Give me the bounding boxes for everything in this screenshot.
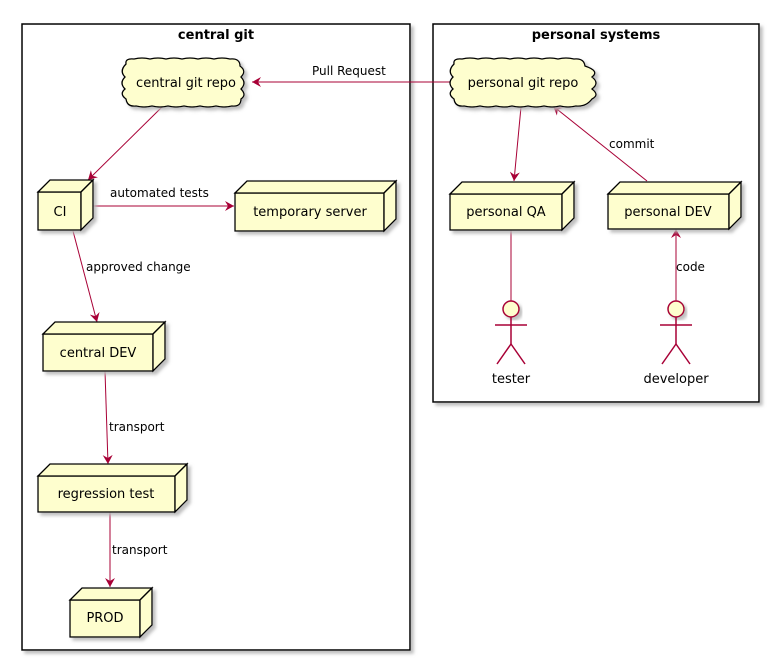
actor-developer-label: developer xyxy=(643,372,709,387)
edge-label-automated-tests: automated tests xyxy=(110,186,209,200)
actor-tester-label: tester xyxy=(492,372,531,387)
node-personal-qa-label: personal QA xyxy=(466,205,546,220)
edge-approved-change xyxy=(72,230,100,323)
node-central-dev-label: central DEV xyxy=(60,346,137,361)
edge-label-approved-change: approved change xyxy=(86,260,191,274)
node-regression-test-label: regression test xyxy=(58,487,155,502)
edge-label-transport-1: transport xyxy=(109,420,165,434)
node-regression-test[interactable]: regression test xyxy=(36,462,189,514)
node-prod-label: PROD xyxy=(86,611,123,626)
node-temporary-server[interactable]: temporary server xyxy=(233,179,398,233)
cloud-central-git-repo[interactable]: central git repo xyxy=(121,57,245,108)
edge-commit xyxy=(552,105,648,182)
node-personal-dev-label: personal DEV xyxy=(624,205,711,220)
node-personal-qa[interactable]: personal QA xyxy=(448,180,576,232)
node-personal-dev[interactable]: personal DEV xyxy=(606,180,743,231)
node-prod[interactable]: PROD xyxy=(68,586,154,639)
edge-label-transport-2: transport xyxy=(112,543,168,557)
edge-label-commit: commit xyxy=(609,137,655,151)
node-temporary-server-label: temporary server xyxy=(253,205,367,220)
cloud-central-git-repo-label: central git repo xyxy=(136,76,236,91)
actor-developer[interactable]: developer xyxy=(643,300,709,387)
edge-transport-1 xyxy=(102,370,113,465)
edge-repo-to-qa xyxy=(509,106,522,182)
package-central-git-title: central git xyxy=(178,28,254,43)
edge-label-pull-request: Pull Request xyxy=(312,64,386,78)
edges xyxy=(72,77,681,587)
node-ci-label: CI xyxy=(54,205,67,220)
actor-tester[interactable]: tester xyxy=(492,300,531,387)
cloud-personal-git-repo-label: personal git repo xyxy=(468,76,579,91)
edge-repo-to-ci xyxy=(87,106,163,181)
node-central-dev[interactable]: central DEV xyxy=(41,320,167,373)
edge-label-code: code xyxy=(676,260,705,274)
cloud-personal-git-repo[interactable]: personal git repo xyxy=(449,57,597,108)
node-ci[interactable]: CI xyxy=(36,178,95,232)
package-personal-systems-title: personal systems xyxy=(532,28,661,43)
